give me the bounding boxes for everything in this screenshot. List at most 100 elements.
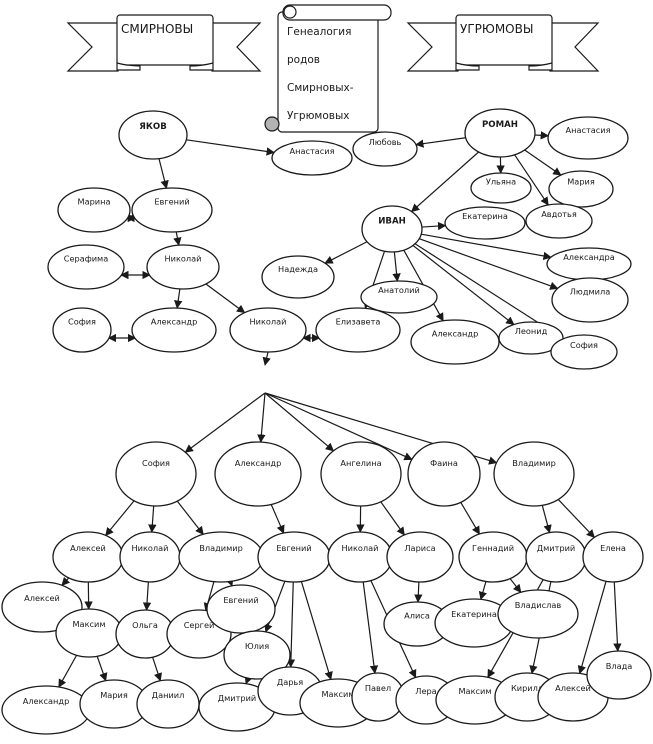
edge-child xyxy=(301,581,331,679)
person-ellipse xyxy=(53,308,111,352)
person-ellipse xyxy=(262,256,334,298)
person-node: Фаина xyxy=(408,442,480,506)
person-node: Николай xyxy=(120,532,180,582)
person-name: Николай xyxy=(341,543,378,553)
person-name: Владимир xyxy=(512,458,556,468)
person-name: Алексей xyxy=(24,593,60,603)
edge-child xyxy=(412,152,479,212)
person-name: Лариса xyxy=(404,543,435,553)
person-node: Александр xyxy=(215,442,301,506)
person-node: Марина xyxy=(58,188,130,232)
scroll-bottom-curl xyxy=(265,117,279,131)
person-name: Дмитрий xyxy=(537,543,576,553)
person-node: Владимир xyxy=(494,442,574,506)
person-node: Анатолий xyxy=(361,281,437,313)
person-ellipse xyxy=(2,686,90,734)
person-ellipse xyxy=(147,245,219,289)
person-name: Александр xyxy=(23,696,70,706)
person-name: София xyxy=(68,317,96,327)
person-name: Екатерина xyxy=(451,609,497,619)
person-name: Максим xyxy=(321,689,354,699)
title-scroll: Генеалогия родов Смирновых- Угрюмовых xyxy=(265,5,391,132)
person-name: Максим xyxy=(458,686,491,696)
edge-child xyxy=(381,502,405,535)
person-node: Алексей xyxy=(53,532,123,582)
person-name: Владимир xyxy=(199,543,243,553)
person-name: Дарья xyxy=(277,677,303,687)
person-ellipse xyxy=(230,308,306,352)
banner-left-tail xyxy=(408,23,458,71)
person-node: Александр xyxy=(2,686,90,734)
person-name: Мария xyxy=(567,177,595,187)
person-node: ЯКОВ xyxy=(119,111,187,159)
person-node: Влада xyxy=(587,651,651,699)
person-node: Людмила xyxy=(552,278,628,322)
person-ellipse xyxy=(116,610,174,658)
edge-child xyxy=(152,506,154,532)
person-node: Анастасия xyxy=(548,117,628,159)
edge-child xyxy=(261,393,265,442)
edge-child xyxy=(147,582,149,610)
person-ellipse xyxy=(258,532,330,582)
person-node: РОМАН xyxy=(465,109,535,157)
person-ellipse xyxy=(132,188,212,232)
person-name: Ангелина xyxy=(340,458,381,468)
person-node: Елизавета xyxy=(316,308,400,352)
person-name: Алексей xyxy=(555,683,591,693)
edge-child xyxy=(422,226,446,228)
edge-child xyxy=(291,582,294,667)
person-ellipse xyxy=(58,188,130,232)
person-node: Екатерина xyxy=(445,207,525,239)
person-node: Владислав xyxy=(498,590,578,638)
person-node: Даниил xyxy=(137,680,199,728)
edge-child xyxy=(246,678,248,684)
person-ellipse xyxy=(494,442,574,506)
person-node: Анастасия xyxy=(272,141,352,175)
person-ellipse xyxy=(53,532,123,582)
person-name: Марина xyxy=(78,197,111,207)
person-name: ЯКОВ xyxy=(139,122,167,132)
edge-descendants-stem xyxy=(265,352,268,365)
person-name: Евгений xyxy=(154,197,189,207)
person-name: Александр xyxy=(151,317,198,327)
scroll-line-1: Генеалогия xyxy=(287,26,351,38)
person-name: Александр xyxy=(235,458,282,468)
person-ellipse xyxy=(56,609,122,657)
scroll-line-2: родов xyxy=(287,54,320,66)
edge-child xyxy=(177,501,203,534)
person-node: Любовь xyxy=(353,132,417,166)
edge-child xyxy=(542,505,549,532)
person-name: Алексей xyxy=(70,543,106,553)
scroll-top-curl xyxy=(284,6,296,18)
person-ellipse xyxy=(179,532,263,582)
banner-left-tail xyxy=(68,23,118,71)
person-name: РОМАН xyxy=(482,120,518,130)
person-name: Дмитрий xyxy=(218,693,257,703)
person-name: Елена xyxy=(600,543,626,553)
banner-ugryumov: УГРЮМОВЫ xyxy=(408,15,598,71)
edge-child xyxy=(418,582,419,602)
edge-child xyxy=(177,289,180,308)
edge-child xyxy=(614,582,618,651)
person-name: Владислав xyxy=(515,600,562,610)
person-name: Анастасия xyxy=(289,146,334,156)
person-ellipse xyxy=(526,532,586,582)
person-name: Сергей xyxy=(184,620,215,630)
person-node: София xyxy=(53,308,111,352)
edge-child xyxy=(510,579,521,593)
person-node: Николай xyxy=(328,532,392,582)
edge-child xyxy=(176,232,179,245)
person-name: Елизавета xyxy=(336,317,381,327)
person-ellipse xyxy=(583,532,643,582)
person-node: Ольга xyxy=(116,610,174,658)
person-name: Александр xyxy=(432,329,479,339)
person-ellipse xyxy=(119,111,187,159)
banner-right-tail xyxy=(550,23,598,71)
person-ellipse xyxy=(207,585,275,633)
person-node: Николай xyxy=(147,245,219,289)
person-ellipse xyxy=(552,278,628,322)
edge-child xyxy=(481,581,486,599)
